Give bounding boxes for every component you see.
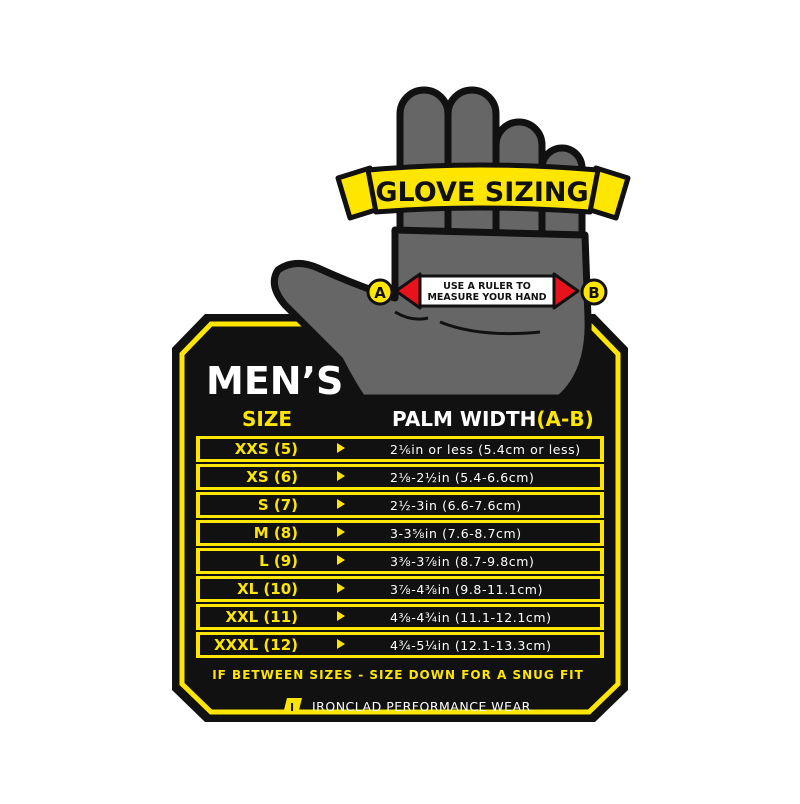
glove-sizing-banner: GLOVE SIZING [335,162,631,221]
svg-text:A: A [374,284,386,302]
table-row: M (8) 3-3⅝in (7.6-8.7cm) [254,524,522,542]
table-rows-bg [196,404,604,658]
table-row: XXS (5) 2⅙in or less (5.4cm or less) [235,440,581,458]
row-size: XXL (11) [226,608,299,626]
row-arrow-icon [337,639,345,649]
palm [270,226,592,402]
marker-b: B [580,278,608,306]
row-size: XS (6) [246,468,298,486]
table-row: XS (6) 2⅛-2½in (5.4-6.6cm) [246,468,534,486]
row-arrow-icon [337,471,345,481]
sizing-note: IF BETWEEN SIZES - SIZE DOWN FOR A SNUG … [212,668,584,682]
table-row: S (7) 2½-3in (6.6-7.6cm) [258,496,522,514]
brand-name: IRONCLAD PERFORMANCE WEAR [312,699,531,714]
table-row: XXL (11) 4⅜-4¾in (11.1-12.1cm) [226,608,552,626]
svg-text:B: B [588,284,599,302]
row-size: S (7) [258,496,298,514]
table-row: L (9) 3⅜-3⅞in (8.7-9.8cm) [259,552,534,570]
marker-a: A [366,278,394,306]
row-palm-width: 3⅜-3⅞in (8.7-9.8cm) [390,554,535,569]
row-arrow-icon [337,583,345,593]
table-row: XXXL (12) 4¾-5¼in (12.1-13.3cm) [214,636,552,654]
row-palm-width: 2⅛-2½in (5.4-6.6cm) [390,470,535,485]
section-title: MEN’S [206,359,343,403]
row-arrow-icon [337,443,345,453]
header-size: SIZE [242,407,292,431]
row-arrow-icon [337,527,345,537]
size-table: XXS (5) 2⅙in or less (5.4cm or less) XS (6… [214,440,581,654]
row-size: M (8) [254,524,298,542]
header-palm-width: PALM WIDTH(A-B) [392,407,594,431]
row-palm-width: 2½-3in (6.6-7.6cm) [390,498,522,513]
ruler-measure: USE A RULER TO MEASURE YOUR HAND [394,272,580,310]
row-arrow-icon [337,611,345,621]
row-palm-width: 4⅜-4¾in (11.1-12.1cm) [390,610,552,625]
frame-yellow-border [179,321,621,715]
palm-crease-2 [394,310,429,321]
row-palm-width: 3-3⅝in (7.6-8.7cm) [390,526,522,541]
row-size: XXS (5) [235,440,298,458]
row-size: XXXL (12) [214,636,298,654]
ruler-text-line1: USE A RULER TO [443,281,531,292]
row-palm-width: 4¾-5¼in (12.1-13.3cm) [390,638,552,653]
row-arrow-icon [337,499,345,509]
brand-logo-icon [283,698,302,714]
ruler-text-line2: MEASURE YOUR HAND [427,292,546,303]
table-row: XL (10) 3⅞-4⅜in (9.8-11.1cm) [237,580,543,598]
banner-title: GLOVE SIZING [375,177,588,208]
row-size: L (9) [259,552,298,570]
brand-footer: I IRONCLAD PERFORMANCE WEAR [283,698,531,714]
row-palm-width: 3⅞-4⅜in (9.8-11.1cm) [390,582,543,597]
palm-crease [439,320,541,336]
arrow-right-icon [552,272,580,310]
row-size: XL (10) [237,580,298,598]
row-palm-width: 2⅙in or less (5.4cm or less) [390,442,581,457]
arrow-left-icon [394,272,422,310]
row-arrow-icon [337,555,345,565]
svg-text:I: I [290,701,294,714]
